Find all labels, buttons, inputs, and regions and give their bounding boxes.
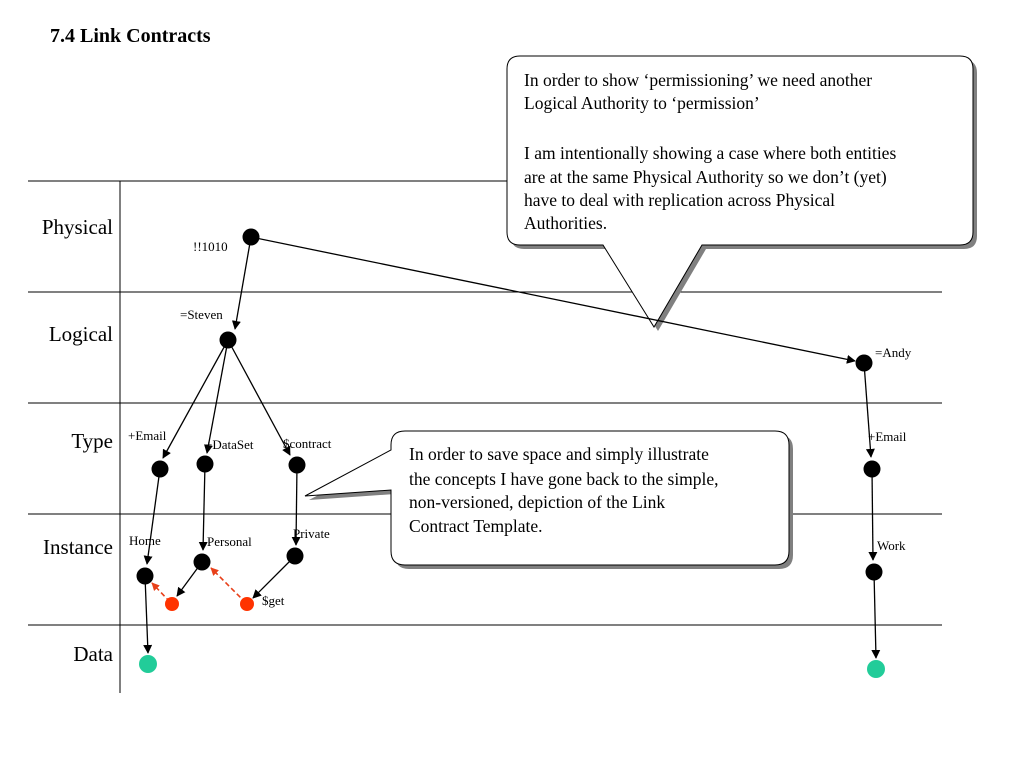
edge-steven-to-dataset: [204, 339, 229, 454]
edge-home-to-data: [143, 575, 153, 654]
callout-space-saving: In order to save space and simply illust…: [304, 430, 793, 569]
callout-line: I am intentionally showing a case where …: [524, 143, 896, 163]
node-dataset: [196, 455, 214, 473]
node-home: [136, 567, 154, 585]
callout-line: Logical Authority to ‘permission’: [524, 93, 759, 113]
edge-email-to-home: [143, 468, 161, 565]
node-data-left: [139, 655, 157, 673]
callout-line: In order to show ‘permissioning’ we need…: [524, 70, 872, 90]
edge-steven-to-email: [162, 339, 229, 459]
edge-work-to-data: [871, 571, 881, 659]
edge-andy-to-email: [863, 362, 875, 458]
callout-space-saving-text: In order to save space and simply illust…: [409, 444, 723, 536]
label-contract: $contract: [283, 436, 332, 451]
callout-bubble: [506, 55, 974, 328]
node-data-right: [867, 660, 885, 678]
edge-1010-to-steven: [231, 236, 252, 330]
callout-bubble: [304, 430, 790, 566]
node-personal: [193, 553, 211, 571]
dashed-edge-get-to-personal: [210, 567, 247, 604]
callout-line: the concepts I have gone back to the sim…: [409, 469, 719, 489]
edge-dataset-to-personal: [198, 463, 208, 551]
node-private: [286, 547, 304, 565]
node-get: [240, 597, 254, 611]
callout-line: Authorities.: [524, 213, 607, 233]
node-steven: [219, 331, 237, 349]
edge-email-to-work: [868, 468, 878, 561]
edge-1010-to-andy: [250, 236, 856, 364]
node-andy: [855, 354, 873, 372]
node-work: [865, 563, 883, 581]
node-email-left: [151, 460, 169, 478]
dashed-edge-ref-to-home: [151, 582, 171, 603]
label-1010: !!1010: [193, 239, 228, 254]
edge-contract-to-private: [291, 464, 301, 546]
callout-permissioning-text: In order to show ‘permissioning’ we need…: [524, 70, 901, 233]
callout-line: Contract Template.: [409, 516, 543, 536]
node-labels: !!1010 =Steven =Andy +Email +DataSet $co…: [128, 239, 912, 608]
callout-line: are at the same Physical Authority so we…: [524, 167, 887, 187]
row-label-instance: Instance: [43, 535, 113, 559]
label-email-right: +Email: [868, 429, 907, 444]
callout-line: non-versioned, depiction of the Link: [409, 492, 665, 512]
label-work: Work: [877, 538, 906, 553]
label-andy: =Andy: [875, 345, 912, 360]
dashed-edges: [151, 567, 247, 604]
label-home: Home: [129, 533, 161, 548]
label-dataset: +DataSet: [205, 437, 254, 452]
row-label-physical: Physical: [42, 215, 113, 239]
callout-permissioning: In order to show ‘permissioning’ we need…: [506, 55, 977, 331]
page-title: 7.4 Link Contracts: [50, 25, 211, 47]
label-private: Private: [293, 526, 330, 541]
row-label-logical: Logical: [49, 322, 113, 346]
callout-line: In order to save space and simply illust…: [409, 444, 709, 464]
node-contract: [288, 456, 306, 474]
label-personal: Personal: [207, 534, 252, 549]
callout-line: have to deal with replication across Phy…: [524, 190, 835, 210]
edge-private-to-get: [252, 555, 296, 599]
nodes: [136, 228, 885, 678]
node-1010: [242, 228, 260, 246]
edge-steven-to-contract: [227, 339, 291, 456]
row-label-type: Type: [71, 429, 113, 453]
node-instance-ref: [165, 597, 179, 611]
label-get: $get: [262, 593, 285, 608]
row-label-data: Data: [73, 642, 113, 666]
label-steven: =Steven: [180, 307, 223, 322]
node-email-right: [863, 460, 881, 478]
label-email-left: +Email: [128, 428, 167, 443]
